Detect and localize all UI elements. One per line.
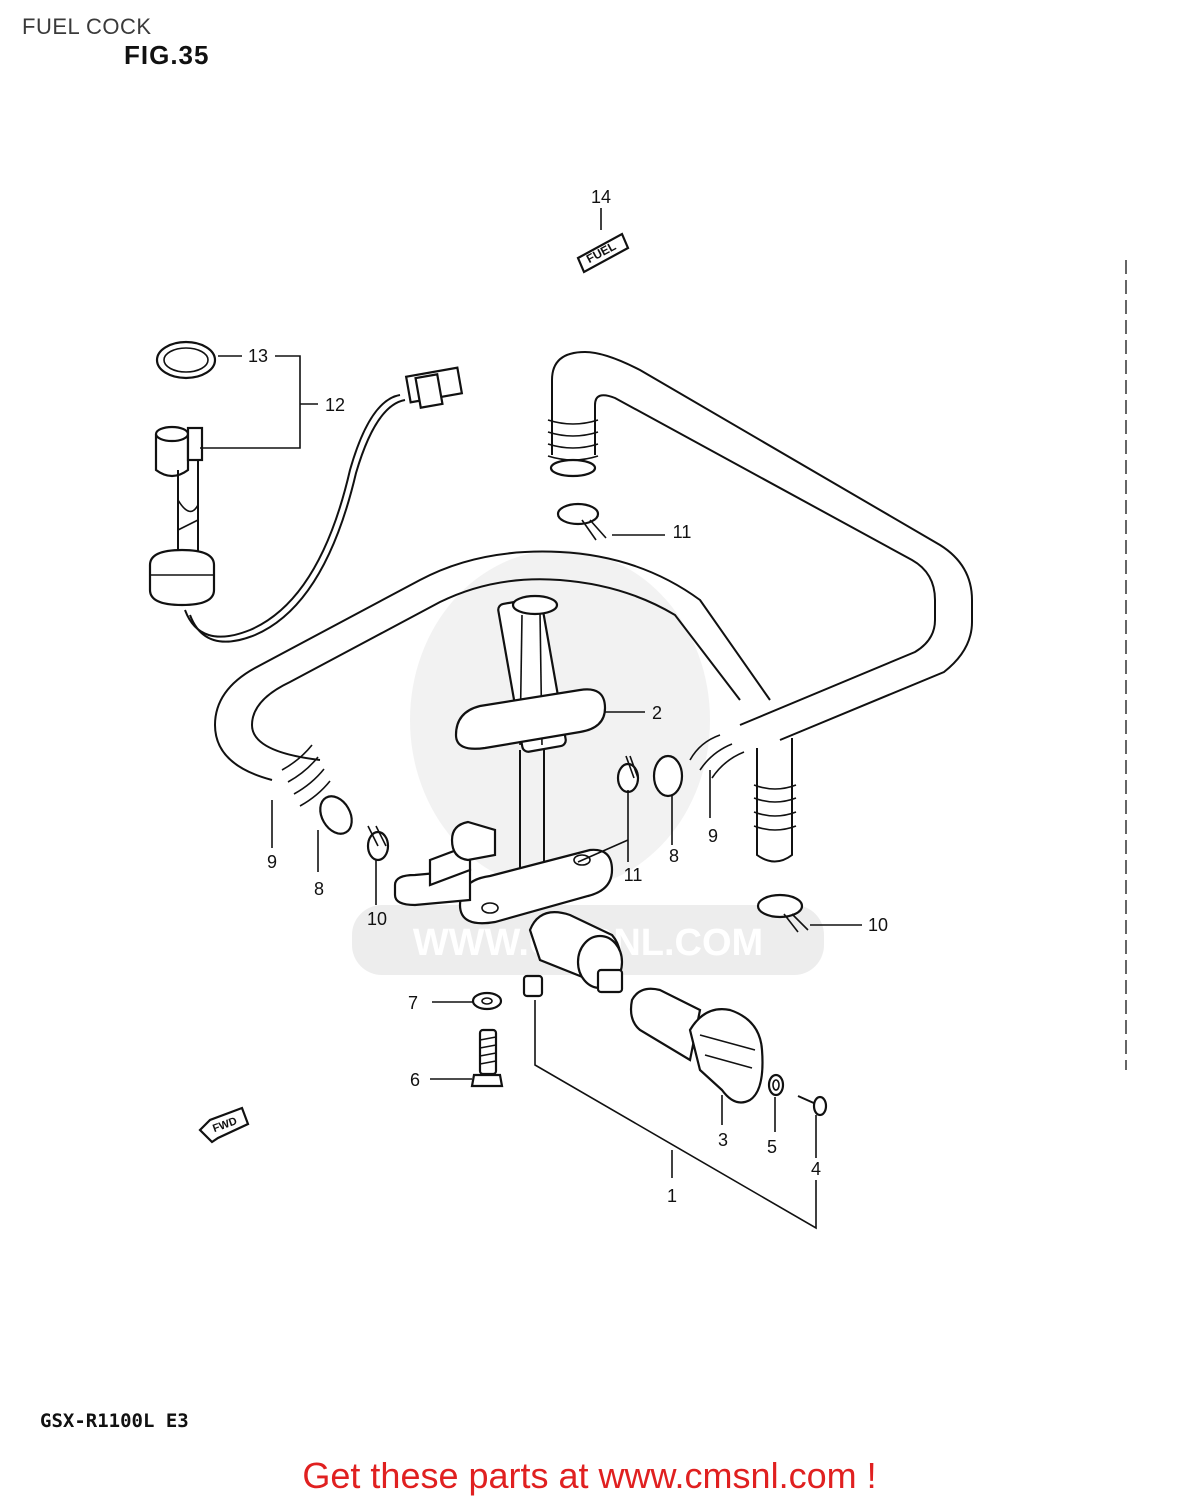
fuel-label-plate: FUEL: [576, 208, 630, 274]
callout-12: 12: [325, 395, 345, 415]
mounting-bolt-and-washer: [470, 991, 504, 1088]
callout-10-right: 10: [868, 915, 888, 935]
hose-ribs-vertical: [547, 419, 797, 831]
callout-5: 5: [767, 1137, 777, 1157]
callout-13: 13: [248, 346, 268, 366]
fuel-hose-rear: [547, 350, 973, 863]
callout-numbers: 1 2 3 4 5 6 7 8 8 9 9 10 10 11 11 12 13 …: [248, 187, 888, 1206]
fuel-level-gauge-12: [148, 355, 464, 643]
callout-9-left: 9: [267, 852, 277, 872]
fuel-cock-lever-3: [629, 987, 764, 1104]
hose-clips: [366, 502, 809, 933]
figure-label: FIG.35: [124, 40, 210, 70]
fuel-hose-front: [213, 550, 771, 835]
callout-8-left: 8: [314, 879, 324, 899]
callout-11-top: 11: [673, 522, 692, 542]
page-title: FUEL COCK: [22, 14, 152, 39]
watermark: WWW.CMSNL.COM: [352, 550, 824, 975]
callout-7: 7: [408, 993, 418, 1013]
buy-parts-link[interactable]: Get these parts at www.cmsnl.com !: [302, 1455, 877, 1496]
callout-2: 2: [652, 703, 662, 723]
callout-6: 6: [410, 1070, 420, 1090]
callout-9-right: 9: [708, 826, 718, 846]
callout-10-left: 10: [367, 909, 387, 929]
lever-screw-and-washer: [767, 1073, 828, 1117]
callout-14: 14: [591, 187, 611, 207]
fuel-cock-assembly: [393, 594, 624, 998]
forward-direction-arrow: FWD: [198, 1106, 250, 1144]
leader-lines: [271, 534, 862, 1230]
callout-4: 4: [811, 1159, 821, 1179]
model-code: GSX-R1100L E3: [40, 1410, 189, 1432]
callout-8-right: 8: [669, 846, 679, 866]
callout-1: 1: [667, 1186, 677, 1206]
o-ring-13: [155, 340, 242, 380]
callout-3: 3: [718, 1130, 728, 1150]
callout-11-bottom: 11: [624, 865, 643, 885]
